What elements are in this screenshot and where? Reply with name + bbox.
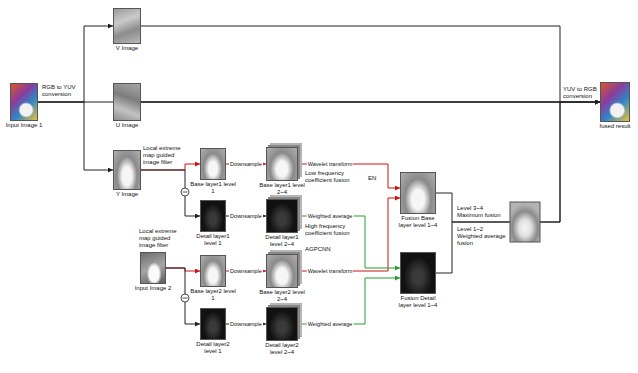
image-node: U Image bbox=[104, 83, 150, 129]
annotation-label: YUV to RGB conversion bbox=[563, 86, 599, 100]
connector-arrow bbox=[436, 102, 600, 273]
image-node: fused result bbox=[592, 82, 638, 130]
image-caption: Detail layer2 level 2~4 bbox=[259, 342, 305, 356]
image-caption: Detail layer2 level 1 bbox=[190, 341, 236, 355]
detail-layer-image bbox=[200, 308, 226, 340]
annotation-label: High frequency coefficient fusion bbox=[305, 223, 357, 237]
base-layer-stack bbox=[266, 147, 298, 181]
image-caption: V Image bbox=[104, 45, 150, 52]
connector-arrow bbox=[141, 102, 600, 103]
edge-label: Downsample bbox=[229, 213, 263, 219]
edge-label: Wavelet transform bbox=[307, 268, 353, 274]
edge-label: Downsample bbox=[229, 161, 263, 167]
annotation-label: Local extreme map guided image filter bbox=[139, 228, 179, 249]
base-layer-image bbox=[200, 255, 226, 287]
edge-label: Weighted average bbox=[307, 213, 354, 219]
edge-label: Downsample bbox=[229, 321, 263, 327]
annotation-label: RGB to YUV conversion bbox=[42, 84, 82, 98]
image-node: Base layer1 level 2~4 bbox=[259, 147, 305, 196]
connector-arrow bbox=[141, 170, 200, 216]
edge-label: Wavelet transform bbox=[307, 161, 353, 167]
channel-image bbox=[113, 83, 141, 121]
subtract-symbol bbox=[181, 188, 189, 196]
image-caption: Input Image 2 bbox=[130, 285, 176, 292]
annotation-label: Level 3~4 Maximum fusion bbox=[457, 205, 507, 219]
image-node: Fusion Detail layer level 1~4 bbox=[395, 252, 441, 309]
connector-arrow bbox=[38, 26, 113, 102]
channel-image bbox=[113, 8, 141, 44]
image-caption: U Image bbox=[104, 122, 150, 129]
image-caption: Base layer1 level 2~4 bbox=[259, 182, 305, 196]
connector-arrow bbox=[298, 198, 400, 271]
image-node: Base layer1 level 1 bbox=[190, 148, 236, 195]
image-node: Base layer2 level 1 bbox=[190, 255, 236, 302]
edge-label: Downsample bbox=[229, 268, 263, 274]
image-caption: Base layer1 level 1 bbox=[190, 181, 236, 195]
channel-image bbox=[113, 150, 141, 190]
input-image bbox=[10, 83, 38, 121]
image-caption: Fusion Base layer level 1~4 bbox=[395, 215, 441, 229]
subtract-symbol bbox=[181, 294, 189, 302]
image-caption: Detail layer1 level 2~4 bbox=[259, 234, 305, 248]
connector-arrow bbox=[298, 216, 400, 268]
fusion-detail-image bbox=[400, 252, 436, 294]
annotation-label: Low frequency coefficient fusion bbox=[305, 170, 357, 184]
image-caption: Detail layer1 level 1 bbox=[190, 233, 236, 247]
connector-arrow bbox=[38, 102, 113, 170]
connector-arrow bbox=[298, 164, 400, 188]
image-caption: fused result bbox=[592, 123, 638, 130]
image-node: Input Image 1 bbox=[1, 83, 47, 129]
fused-result-image bbox=[600, 82, 630, 122]
image-node: Detail layer1 level 2~4 bbox=[259, 199, 305, 248]
input-image bbox=[140, 252, 166, 284]
image-caption: Input Image 1 bbox=[1, 122, 47, 129]
image-node: V Image bbox=[104, 8, 150, 52]
connector-arrow bbox=[166, 268, 200, 324]
image-node: Detail layer2 level 1 bbox=[190, 308, 236, 355]
image-caption: Y Image bbox=[104, 191, 150, 198]
image-node: Fusion Base layer level 1~4 bbox=[395, 172, 441, 229]
annotation-label: AGPCNN bbox=[305, 246, 331, 253]
connector-arrow bbox=[298, 278, 400, 324]
image-node: Base layer2 level 2~4 bbox=[259, 254, 305, 303]
detail-layer-stack bbox=[266, 307, 298, 341]
image-caption: Base layer2 level 2~4 bbox=[259, 289, 305, 303]
base-layer-stack bbox=[266, 254, 298, 288]
detail-layer-image bbox=[200, 200, 226, 232]
image-caption: Fusion Detail layer level 1~4 bbox=[395, 295, 441, 309]
connector-arrow bbox=[141, 26, 600, 102]
image-caption: Base layer2 level 1 bbox=[190, 288, 236, 302]
detail-layer-stack bbox=[266, 199, 298, 233]
annotation-label: EN bbox=[368, 175, 376, 182]
base-layer-image bbox=[200, 148, 226, 180]
fusion-base-image bbox=[400, 172, 436, 214]
image-node: Input Image 2 bbox=[130, 252, 176, 292]
annotation-label: Local extreme map guided image filter bbox=[143, 145, 183, 166]
edge-label: Weighted average bbox=[307, 321, 354, 327]
image-node: Detail layer2 level 2~4 bbox=[259, 307, 305, 356]
image-node: Detail layer1 level 1 bbox=[190, 200, 236, 247]
fused-gray-image bbox=[510, 202, 540, 242]
annotation-label: Level 1~2 Weighted average fusion bbox=[457, 226, 507, 247]
